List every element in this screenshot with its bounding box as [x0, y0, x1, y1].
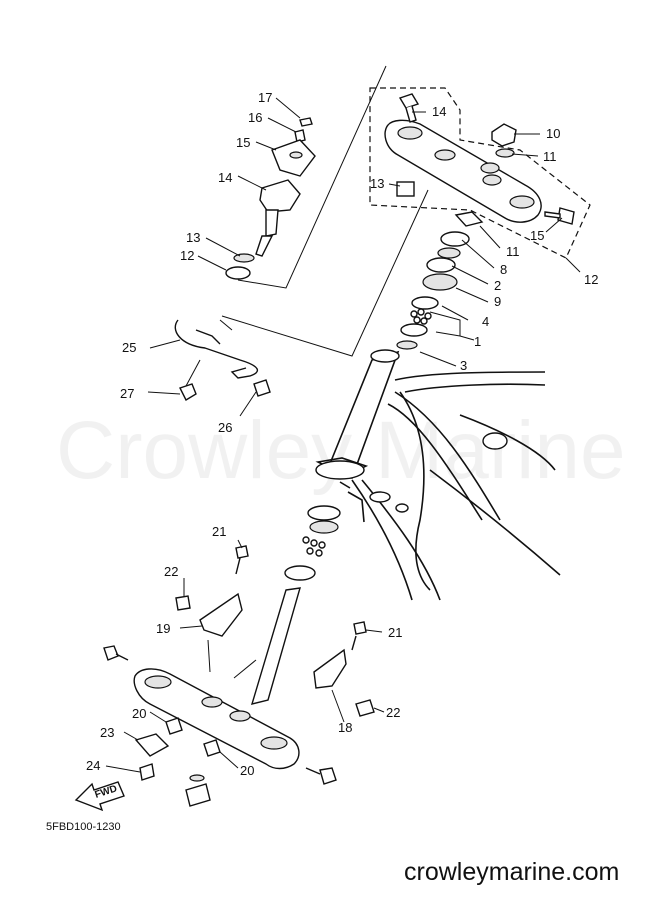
fwd-arrow-icon: FWD — [74, 781, 125, 812]
callout-12: 12 — [180, 248, 194, 263]
callout-4: 4 — [482, 314, 489, 329]
steering-stem-under-bracket — [103, 587, 337, 807]
callout-25: 25 — [122, 340, 136, 355]
callout-3: 3 — [460, 358, 467, 373]
callout-26: 26 — [218, 420, 232, 435]
callout-6: 11 — [506, 244, 520, 259]
handlebar-holder-assembly — [225, 117, 316, 280]
site-url: crowleymarine.com — [404, 858, 619, 886]
upper-bracket-assembly — [369, 87, 591, 259]
nut-washer-stack — [396, 211, 484, 350]
callout-22-right: 22 — [386, 705, 400, 720]
callout-23: 23 — [100, 725, 114, 740]
callout-labels: 17 16 15 14 13 12 14 10 11 13 15 11 8 2 … — [86, 90, 598, 778]
callout-24: 24 — [86, 758, 100, 773]
callout-8: 11 — [543, 149, 557, 164]
side-brackets-fasteners — [134, 545, 375, 781]
callout-7: 10 — [546, 126, 560, 141]
callout-13: 13 — [186, 230, 200, 245]
callout-19: 19 — [156, 621, 170, 636]
callout-21-right: 21 — [388, 625, 402, 640]
callout-22-left: 22 — [164, 564, 178, 579]
diagram-code: 5FBD100-1230 — [46, 821, 121, 833]
callout-10: 13 — [370, 176, 384, 191]
watermark: Crowley Marine — [56, 405, 626, 496]
callout-2: 2 — [494, 278, 501, 293]
callout-20-left: 20 — [132, 706, 146, 721]
callout-9: 12 — [584, 272, 598, 287]
callout-15: 15 — [236, 135, 250, 150]
cable-guide-assembly — [174, 319, 271, 401]
callout-20-right: 20 — [240, 763, 254, 778]
leader-lines — [105, 65, 581, 773]
callout-17: 17 — [258, 90, 272, 105]
callout-18: 18 — [338, 720, 352, 735]
callout-21-left: 21 — [212, 524, 226, 539]
callout-16: 16 — [248, 110, 262, 125]
callout-11-top: 14 — [432, 104, 446, 119]
callout-27: 27 — [120, 386, 134, 401]
callout-1: 1 — [474, 334, 481, 349]
callout-11-right: 15 — [530, 228, 544, 243]
callout-5-upper: 8 — [500, 262, 507, 277]
frame-head-tube — [315, 349, 561, 601]
callout-5-lower: 9 — [494, 294, 501, 309]
lower-bearing-stack — [284, 505, 341, 581]
callout-14: 14 — [218, 170, 232, 185]
